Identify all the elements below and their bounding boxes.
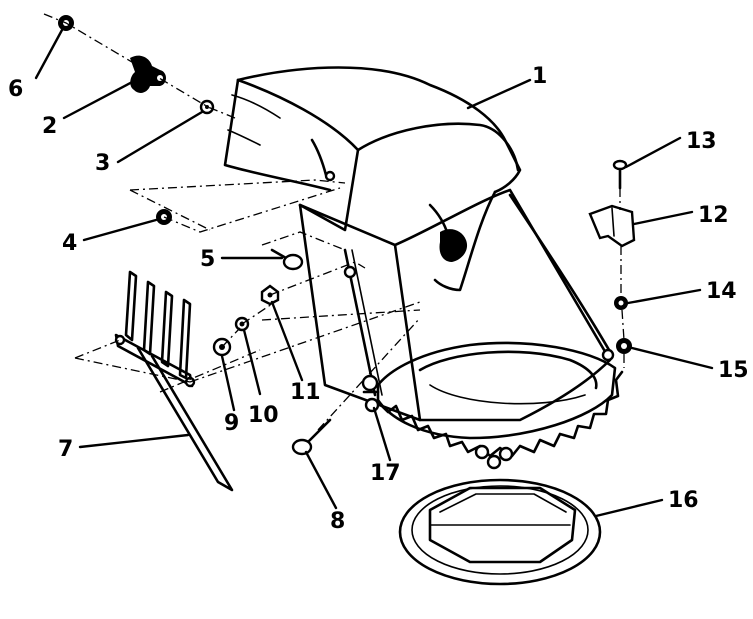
bolt-part-5 [270, 248, 304, 271]
label-part-15: 15 [718, 358, 749, 383]
label-part-1: 1 [532, 64, 547, 89]
label-part-7: 7 [58, 437, 73, 462]
chute-assembly [223, 66, 614, 422]
label-part-10: 10 [248, 403, 279, 428]
ring-gear-base [361, 341, 624, 470]
assembly-lines [43, 13, 625, 431]
label-part-14: 14 [706, 279, 737, 304]
bolt-part-8 [291, 418, 332, 456]
label-part-2: 2 [42, 114, 57, 139]
label-part-17: 17 [370, 461, 401, 486]
label-part-16: 16 [668, 488, 699, 513]
label-part-12: 12 [698, 203, 729, 228]
fork-bracket-part-7 [114, 270, 234, 492]
clip-part-12 [588, 204, 636, 248]
leader-lines [34, 28, 714, 518]
label-part-13: 13 [686, 129, 717, 154]
label-part-3: 3 [95, 151, 110, 176]
nut-part-14 [614, 296, 628, 310]
flange-ring [398, 478, 602, 586]
part-labels: 1 2 3 4 5 6 7 8 9 10 11 12 13 14 15 16 1… [8, 64, 749, 534]
nut-part-15 [616, 338, 632, 354]
label-part-4: 4 [62, 231, 77, 256]
knob-part-2 [130, 55, 166, 93]
label-part-9: 9 [224, 411, 239, 436]
label-part-8: 8 [330, 509, 345, 534]
label-part-6: 6 [8, 77, 23, 102]
label-part-11: 11 [290, 380, 321, 405]
label-part-5: 5 [200, 247, 215, 272]
washer-part-3 [199, 99, 215, 115]
bolt-part-13 [612, 159, 628, 190]
